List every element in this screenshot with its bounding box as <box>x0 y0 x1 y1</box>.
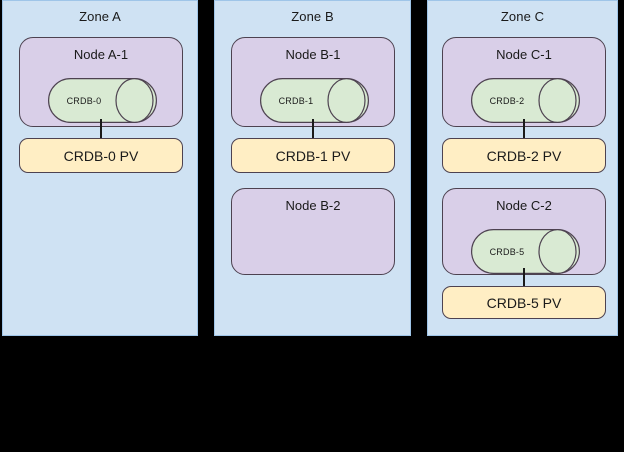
pv-label: CRDB-5 PV <box>486 294 562 311</box>
node-b-2-box[interactable]: Node B-2 <box>231 188 395 275</box>
node-a-1-box[interactable]: Node A-1 CRDB-0 <box>19 37 183 127</box>
node-c-2-title: Node C-2 <box>496 198 552 213</box>
pv-label: CRDB-1 PV <box>275 147 351 164</box>
connector-node-b-1-to-pv <box>312 119 314 139</box>
database-cylinder-icon[interactable]: CRDB-2 <box>471 78 580 123</box>
zone-b-container: Zone B Node B-1 CRDB-1 CRDB-1 PV Node B-… <box>214 0 411 336</box>
database-cylinder-icon[interactable]: CRDB-1 <box>260 78 369 123</box>
crdb-2-pv-box[interactable]: CRDB-2 PV <box>442 138 606 173</box>
node-c-1-title: Node C-1 <box>496 47 552 62</box>
connector-node-c-2-to-pv <box>523 268 525 287</box>
zone-a-container: Zone A Node A-1 CRDB-0 CRDB-0 PV <box>2 0 198 336</box>
crdb-1-pv-box[interactable]: CRDB-1 PV <box>231 138 395 173</box>
pv-label: CRDB-2 PV <box>486 147 562 164</box>
node-c-1-box[interactable]: Node C-1 CRDB-2 <box>442 37 606 127</box>
node-a-1-title: Node A-1 <box>73 47 129 62</box>
zone-c-container: Zone C Node C-1 CRDB-2 CRDB-2 PV Node C-… <box>427 0 618 336</box>
crdb-0-pv-box[interactable]: CRDB-0 PV <box>19 138 183 173</box>
zone-b-title: Zone B <box>291 9 334 24</box>
database-cylinder-icon[interactable]: CRDB-5 <box>471 229 580 274</box>
zone-c-title: Zone C <box>500 9 545 24</box>
node-c-2-box[interactable]: Node C-2 CRDB-5 <box>442 188 606 275</box>
connector-node-a-1-to-pv <box>100 119 102 139</box>
node-b-1-title: Node B-1 <box>285 47 341 62</box>
connector-node-c-1-to-pv <box>523 119 525 139</box>
node-b-2-title: Node B-2 <box>285 198 341 213</box>
node-b-1-box[interactable]: Node B-1 CRDB-1 <box>231 37 395 127</box>
pv-label: CRDB-0 PV <box>63 147 139 164</box>
zone-a-title: Zone A <box>79 9 121 24</box>
database-cylinder-icon[interactable]: CRDB-0 <box>48 78 157 123</box>
crdb-5-pv-box[interactable]: CRDB-5 PV <box>442 286 606 319</box>
